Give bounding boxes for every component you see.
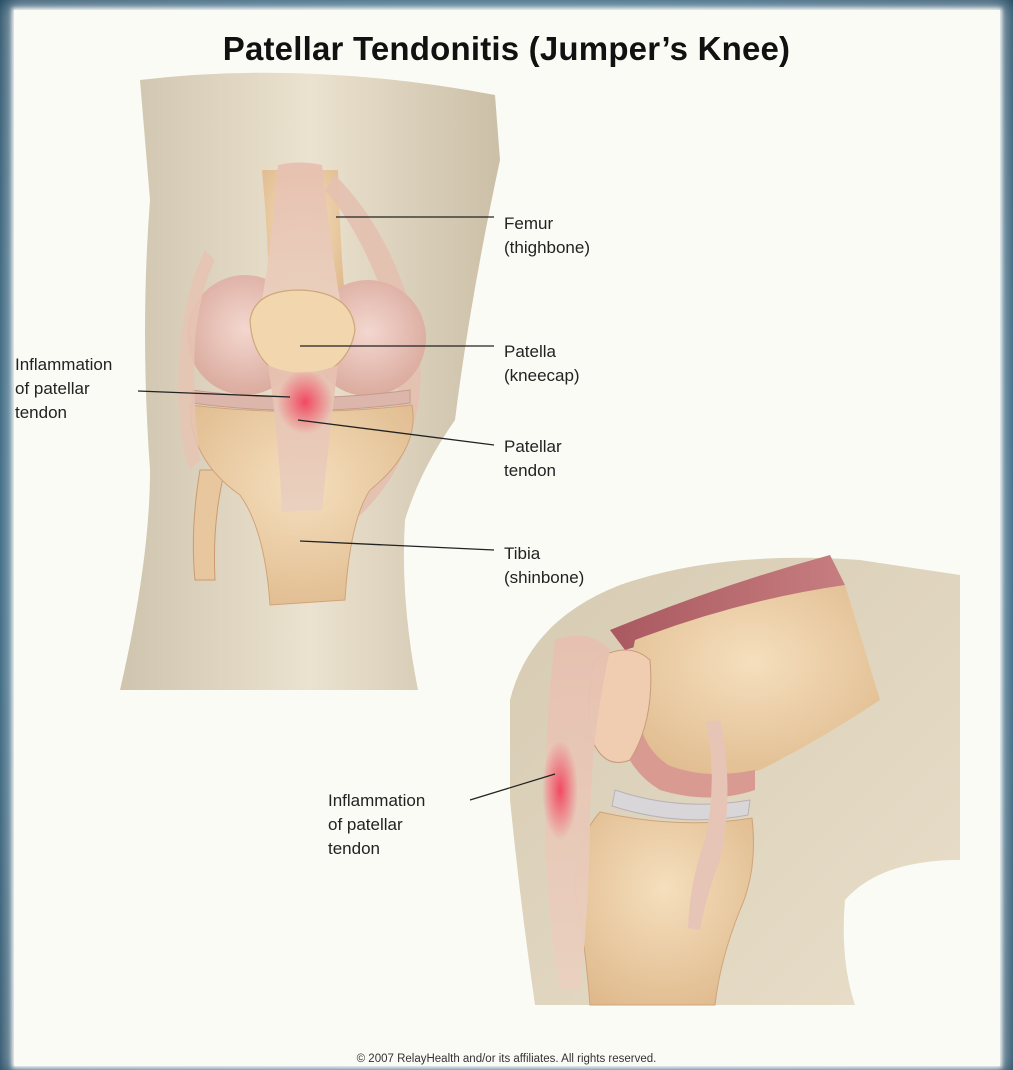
tibia-label-line2: (shinbone) [504, 566, 584, 590]
patella-label: Patella (kneecap) [504, 340, 580, 388]
patellar-tendon-label: Patellar tendon [504, 435, 562, 483]
femur-label-line1: Femur [504, 212, 590, 236]
inflammation-side-line1: Inflammation [328, 789, 425, 813]
front-knee-view [120, 73, 500, 690]
inflammation-front-line2: of patellar [15, 377, 112, 401]
patella-label-line2: (kneecap) [504, 364, 580, 388]
patellar-tendon-label-line1: Patellar [504, 435, 562, 459]
page-title: Patellar Tendonitis (Jumper’s Knee) [0, 30, 1013, 68]
inflammation-side-line3: tendon [328, 837, 425, 861]
patellar-tendon-label-line2: tendon [504, 459, 562, 483]
inflammation-side-line2: of patellar [328, 813, 425, 837]
inflammation-front-line1: Inflammation [15, 353, 112, 377]
patella-label-line1: Patella [504, 340, 580, 364]
inflammation-side-label: Inflammation of patellar tendon [328, 789, 425, 861]
side-knee-view [510, 555, 960, 1005]
copyright-notice: © 2007 RelayHealth and/or its affiliates… [0, 1053, 1013, 1065]
inflammation-side [542, 740, 578, 840]
tibia-label-line1: Tibia [504, 542, 584, 566]
inflammation-front-line3: tendon [15, 401, 112, 425]
femur-label-line2: (thighbone) [504, 236, 590, 260]
femur-label: Femur (thighbone) [504, 212, 590, 260]
tibia-label: Tibia (shinbone) [504, 542, 584, 590]
inflammation-front [277, 370, 333, 434]
inflammation-front-label: Inflammation of patellar tendon [15, 353, 112, 425]
